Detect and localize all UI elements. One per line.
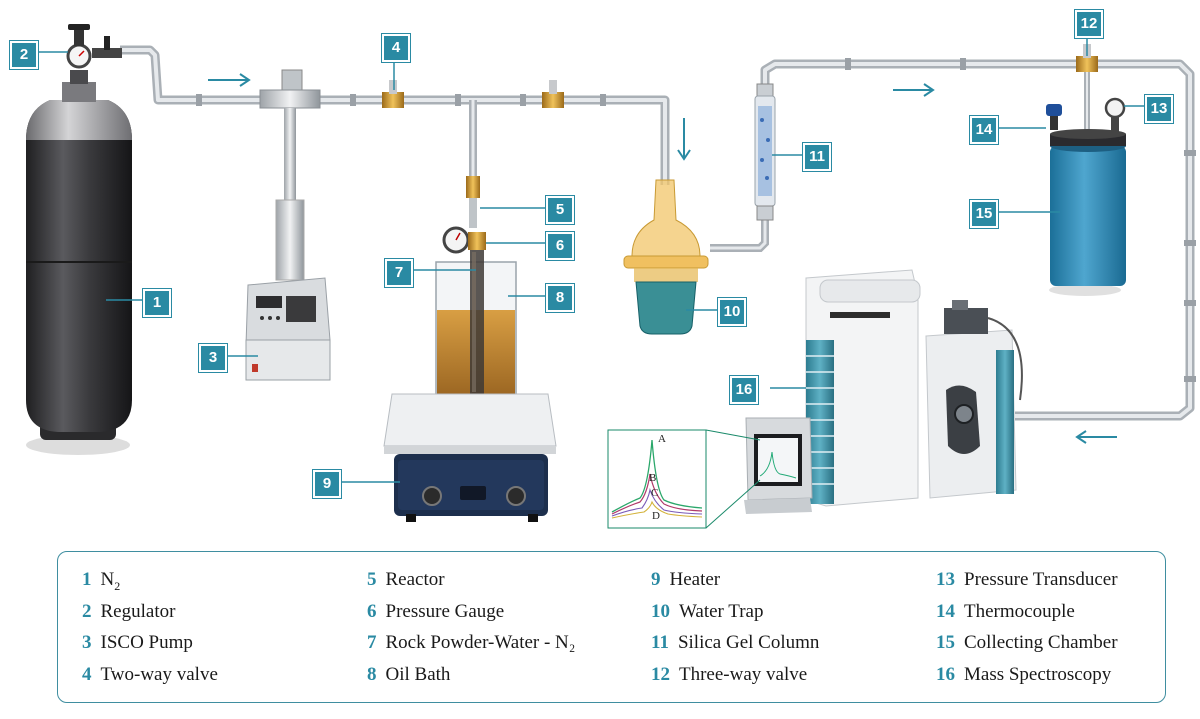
legend-num: 6 <box>367 601 377 622</box>
legend-label: Collecting Chamber <box>964 632 1118 653</box>
legend-label: Water Trap <box>679 601 764 622</box>
legend-item-6: 6 Pressure Gauge <box>367 601 504 623</box>
reactor-assembly <box>383 176 557 522</box>
legend-num: 4 <box>82 664 92 685</box>
legend-item-11: 11 Silica Gel Column <box>651 632 819 654</box>
legend-label: Oil Bath <box>385 664 451 685</box>
callout-14: 14 <box>970 116 998 144</box>
gas-line <box>120 45 1196 421</box>
legend-num: 11 <box>651 632 669 653</box>
legend-num: 8 <box>367 664 377 685</box>
silica-gel-column <box>754 83 776 221</box>
legend-item-7: 7 Rock Powder-Water - N₂ <box>367 632 575 654</box>
callout-6: 6 <box>546 232 574 260</box>
callout-2: 2 <box>10 41 38 69</box>
legend-item-16: 16 Mass Spectroscopy <box>936 664 1111 686</box>
legend-label: Pressure Transducer <box>964 569 1118 590</box>
callout-8: 8 <box>546 284 574 312</box>
legend-label: Thermocouple <box>964 601 1075 622</box>
callout-13: 13 <box>1145 95 1173 123</box>
callout-15: 15 <box>970 200 998 228</box>
legend-num: 12 <box>651 664 670 685</box>
legend-label: Two-way valve <box>100 664 218 685</box>
collecting-chamber <box>1046 97 1126 296</box>
legend-label: N <box>100 569 115 590</box>
legend-label: Silica Gel Column <box>677 632 820 653</box>
legend-num: 1 <box>82 569 92 590</box>
callout-16: 16 <box>730 376 758 404</box>
water-trap <box>623 179 709 335</box>
legend-item-10: 10 Water Trap <box>651 601 764 623</box>
legend-item-2: 2 Regulator <box>82 601 175 623</box>
legend-num: 14 <box>936 601 955 622</box>
legend-item-5: 5 Reactor <box>367 569 445 591</box>
legend-num: 13 <box>936 569 955 590</box>
legend-subscript: 2 <box>114 578 121 593</box>
legend-num: 2 <box>82 601 92 622</box>
isco-pump <box>245 69 331 381</box>
callout-9: 9 <box>313 470 341 498</box>
legend-num: 9 <box>651 569 661 590</box>
peak-label-d: D <box>652 510 660 522</box>
callout-11: 11 <box>803 143 831 171</box>
legend-label: Reactor <box>385 569 445 590</box>
legend-num: 16 <box>936 664 955 685</box>
legend-num: 10 <box>651 601 670 622</box>
legend-item-9: 9 Heater <box>651 569 720 591</box>
callout-10: 10 <box>718 298 746 326</box>
flow-arrows <box>208 73 1117 444</box>
peak-label-a: A <box>658 433 666 445</box>
legend-num: 15 <box>936 632 955 653</box>
legend-label: Three-way valve <box>679 664 808 685</box>
legend-item-14: 14 Thermocouple <box>936 601 1075 623</box>
legend-item-4: 4 Two-way valve <box>82 664 218 686</box>
callout-1: 1 <box>143 289 171 317</box>
chromatogram-inset: A B C D <box>607 429 761 529</box>
legend-label: Heater <box>669 569 721 590</box>
legend-item-3: 3 ISCO Pump <box>82 632 193 654</box>
legend-label: Mass Spectroscopy <box>964 664 1112 685</box>
legend-label: Rock Powder-Water - N₂ <box>385 632 576 653</box>
legend-item-15: 15 Collecting Chamber <box>936 632 1118 654</box>
legend-item-13: 13 Pressure Transducer <box>936 569 1118 591</box>
legend-label: Pressure Gauge <box>385 601 505 622</box>
peak-label-b: B <box>649 472 656 484</box>
mass-spectrometer <box>744 269 1023 514</box>
legend-label: ISCO Pump <box>100 632 193 653</box>
nitrogen-cylinder <box>26 24 132 455</box>
legend-num: 3 <box>82 632 92 653</box>
callout-3: 3 <box>199 344 227 372</box>
peak-label-c: C <box>651 487 658 499</box>
callout-12: 12 <box>1075 10 1103 38</box>
callout-4: 4 <box>382 34 410 62</box>
legend-num: 7 <box>367 632 377 653</box>
callout-7: 7 <box>385 259 413 287</box>
legend-item-12: 12 Three-way valve <box>651 664 807 686</box>
callout-5: 5 <box>546 196 574 224</box>
two-way-valve <box>382 80 564 108</box>
callout-leaders <box>38 34 1146 483</box>
legend-label: Regulator <box>100 601 176 622</box>
legend-num: 5 <box>367 569 377 590</box>
legend-item-8: 8 Oil Bath <box>367 664 450 686</box>
